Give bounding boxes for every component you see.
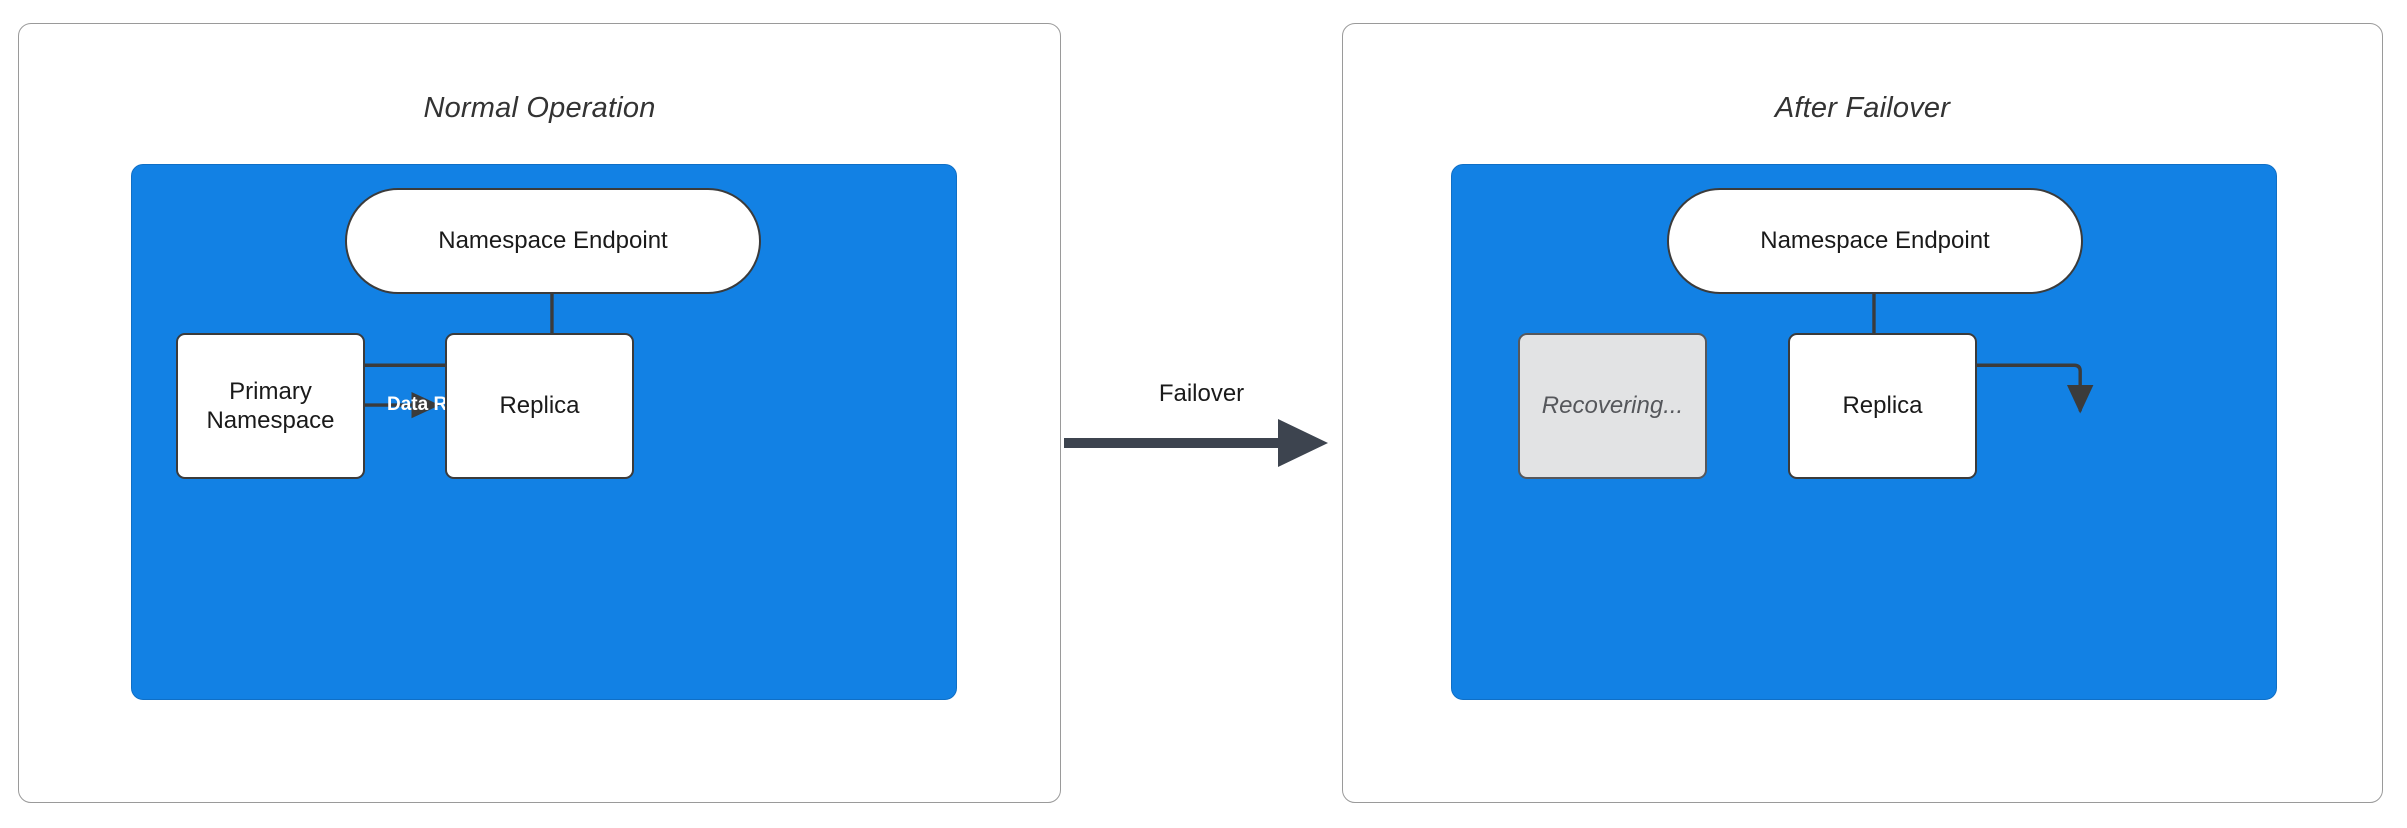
node-namespace-endpoint[interactable]: Namespace Endpoint xyxy=(345,188,761,294)
node-namespace-endpoint[interactable]: Namespace Endpoint xyxy=(1667,188,2083,294)
cluster-after-failover: Namespace Endpoint Recovering... Replica xyxy=(1451,164,2277,700)
node-primary-line2: Namespace xyxy=(206,407,335,434)
failover-label: Failover xyxy=(1158,380,1245,407)
node-replica[interactable]: Replica xyxy=(1788,333,1977,479)
node-primary-namespace-label: Primary Namespace xyxy=(206,377,334,436)
node-primary-namespace[interactable]: Primary Namespace xyxy=(176,333,365,479)
failover-transition: Failover xyxy=(1061,380,1342,490)
node-primary-line1: Primary xyxy=(229,377,312,405)
node-replica[interactable]: Replica xyxy=(445,333,634,479)
panel-normal-operation: Normal Operation Data Replication Namesp… xyxy=(18,23,1061,803)
failover-arrow-icon xyxy=(1064,419,1329,468)
panel-title-normal-operation: Normal Operation xyxy=(423,92,656,124)
panel-after-failover: After Failover Namespace Endpoint Recove… xyxy=(1342,23,2383,803)
cluster-normal-operation: Data Replication Namespace Endpoint Prim… xyxy=(131,164,957,700)
panel-title-after-failover: After Failover xyxy=(1774,92,1951,124)
node-recovering[interactable]: Recovering... xyxy=(1518,333,1707,479)
